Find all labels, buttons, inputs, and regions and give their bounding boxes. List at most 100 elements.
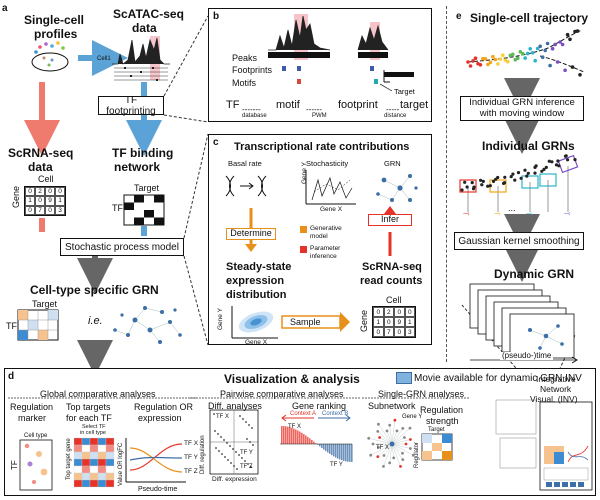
movie-icon: [396, 372, 412, 384]
heatmap-cell: [105, 437, 115, 446]
trajectory-cell-dot: [496, 62, 500, 66]
matrix-cell: 1: [55, 196, 65, 206]
trajectory-cell-dot: [511, 52, 515, 57]
motifs-label: Motifs: [232, 78, 257, 88]
subnet-node: [408, 426, 412, 430]
individual-inference-line1: Individual GRN inference: [469, 97, 575, 109]
steady-state-line2: expression: [226, 275, 285, 287]
grn-c-label: GRN: [384, 159, 401, 168]
diff-expression-label: Diff. expression: [212, 476, 257, 483]
matrix-cell: 0: [373, 307, 384, 317]
subnet-node: [399, 465, 402, 468]
read-counts-line1: ScRNA-seq: [362, 261, 422, 273]
scatter-dot: [223, 439, 225, 441]
matrix-cell: 0: [45, 187, 55, 197]
heatmap-cell: [97, 444, 107, 453]
subnet-edge: [377, 443, 393, 457]
scatter-dot: [218, 450, 220, 452]
scatac-title-line1: ScATAC-seq: [113, 7, 184, 21]
top-target-gene-label: Top target gene: [66, 438, 72, 480]
heatmap-cell: [73, 472, 83, 481]
stochastic-model-box: Stochastic process model: [60, 238, 184, 256]
integrative-line2: Network: [540, 384, 572, 394]
single-cell-profiles-line2: profiles: [34, 27, 78, 41]
scatter-dot: [248, 424, 250, 426]
subnet-node: [367, 436, 371, 440]
heatmap-cell: [97, 437, 107, 446]
grn-node-dot: [566, 158, 570, 162]
grn-node-dot: [519, 176, 523, 180]
trajectory-cell-dot: [538, 44, 542, 49]
subnet-edge: [391, 443, 403, 460]
scatter-dot: [232, 448, 234, 450]
heatmap-cell: [73, 465, 83, 474]
b-motif-label: motif: [276, 99, 300, 111]
scatter-dot: [229, 445, 231, 447]
scatter-dot: [224, 456, 226, 458]
top-targets-line2: for each TF: [66, 413, 112, 423]
grn-node-dot: [479, 178, 483, 182]
grn-node-dot: [460, 188, 464, 192]
ranking-bar: [319, 444, 321, 447]
subnet-edge: [391, 443, 414, 456]
line-tf-x: TF X: [184, 440, 199, 447]
scatter-dot: [247, 463, 249, 465]
heatmap-cell: [81, 465, 91, 474]
tf-binding-title-line2: network: [114, 160, 161, 174]
heatmap-cell: [89, 472, 99, 481]
matrix-cell: 9: [394, 317, 405, 327]
ranking-bar: [305, 435, 307, 444]
dynamic-grn-title: Dynamic GRN: [494, 267, 575, 281]
scatter-dot: [251, 427, 253, 429]
panel-d-title: Visualization & analysis: [224, 372, 360, 386]
subnet-tf-x: TF X: [376, 445, 389, 451]
grn-node-dot: [557, 164, 561, 168]
matrix-cell: 0: [45, 205, 55, 215]
grn-node-dot: [502, 181, 507, 185]
regulation-marker-line1: Regulation: [10, 402, 54, 412]
cell-type-label: Cell type: [24, 433, 48, 439]
subnet-edge: [389, 425, 393, 445]
scatter-dot: [226, 442, 228, 444]
trajectory-cell-dot: [530, 51, 535, 55]
b-distance-label: distance: [384, 113, 407, 119]
grn-target-label: Target: [32, 299, 58, 309]
b-dashes-1: -------: [242, 105, 261, 114]
trajectory-cell-dot: [565, 32, 570, 37]
reg-strength-regulator: Regulator: [414, 441, 420, 468]
reg-strength-target: Target: [428, 427, 445, 433]
integrative-line1: Integrative: [536, 374, 576, 384]
ranking-bar: [321, 444, 323, 448]
subnet-node: [382, 465, 385, 468]
ranking-bar: [333, 444, 335, 457]
subnet-edge: [378, 424, 393, 445]
context-a-label: Context A: [290, 411, 317, 417]
grn-node-dot: [463, 180, 467, 184]
subnet-edge: [391, 439, 411, 445]
binding-tf-label: TF: [112, 203, 123, 213]
panel-b-letter: b: [213, 11, 220, 22]
subnet-edge: [391, 427, 411, 445]
dashed-connector-b-bottom: [163, 114, 209, 123]
panel-c-letter: c: [213, 137, 219, 148]
trajectory-cell-dot: [518, 50, 523, 54]
matrix-cell: 0: [383, 317, 394, 327]
trajectory-cell-dot: [558, 40, 562, 44]
steady-state-line1: Steady-state: [226, 261, 292, 273]
trajectory-cell-dot: [493, 57, 498, 62]
subnet-edge: [383, 443, 393, 467]
gaussian-box: Gaussian kernel smoothing: [454, 232, 584, 250]
scatac-title-line2: data: [132, 21, 157, 35]
subnet-node: [377, 446, 380, 449]
subnet-node: [411, 453, 415, 457]
scrna-title-line1: ScRNA-seq: [8, 146, 74, 160]
ranking-bar: [341, 444, 343, 461]
matrix-cell: 0: [373, 327, 384, 337]
scrna-title-line2: data: [28, 160, 53, 174]
c-cell-label: Cell: [386, 295, 402, 305]
scatter-dot: [233, 465, 235, 467]
grn-node-dot: [486, 184, 490, 188]
